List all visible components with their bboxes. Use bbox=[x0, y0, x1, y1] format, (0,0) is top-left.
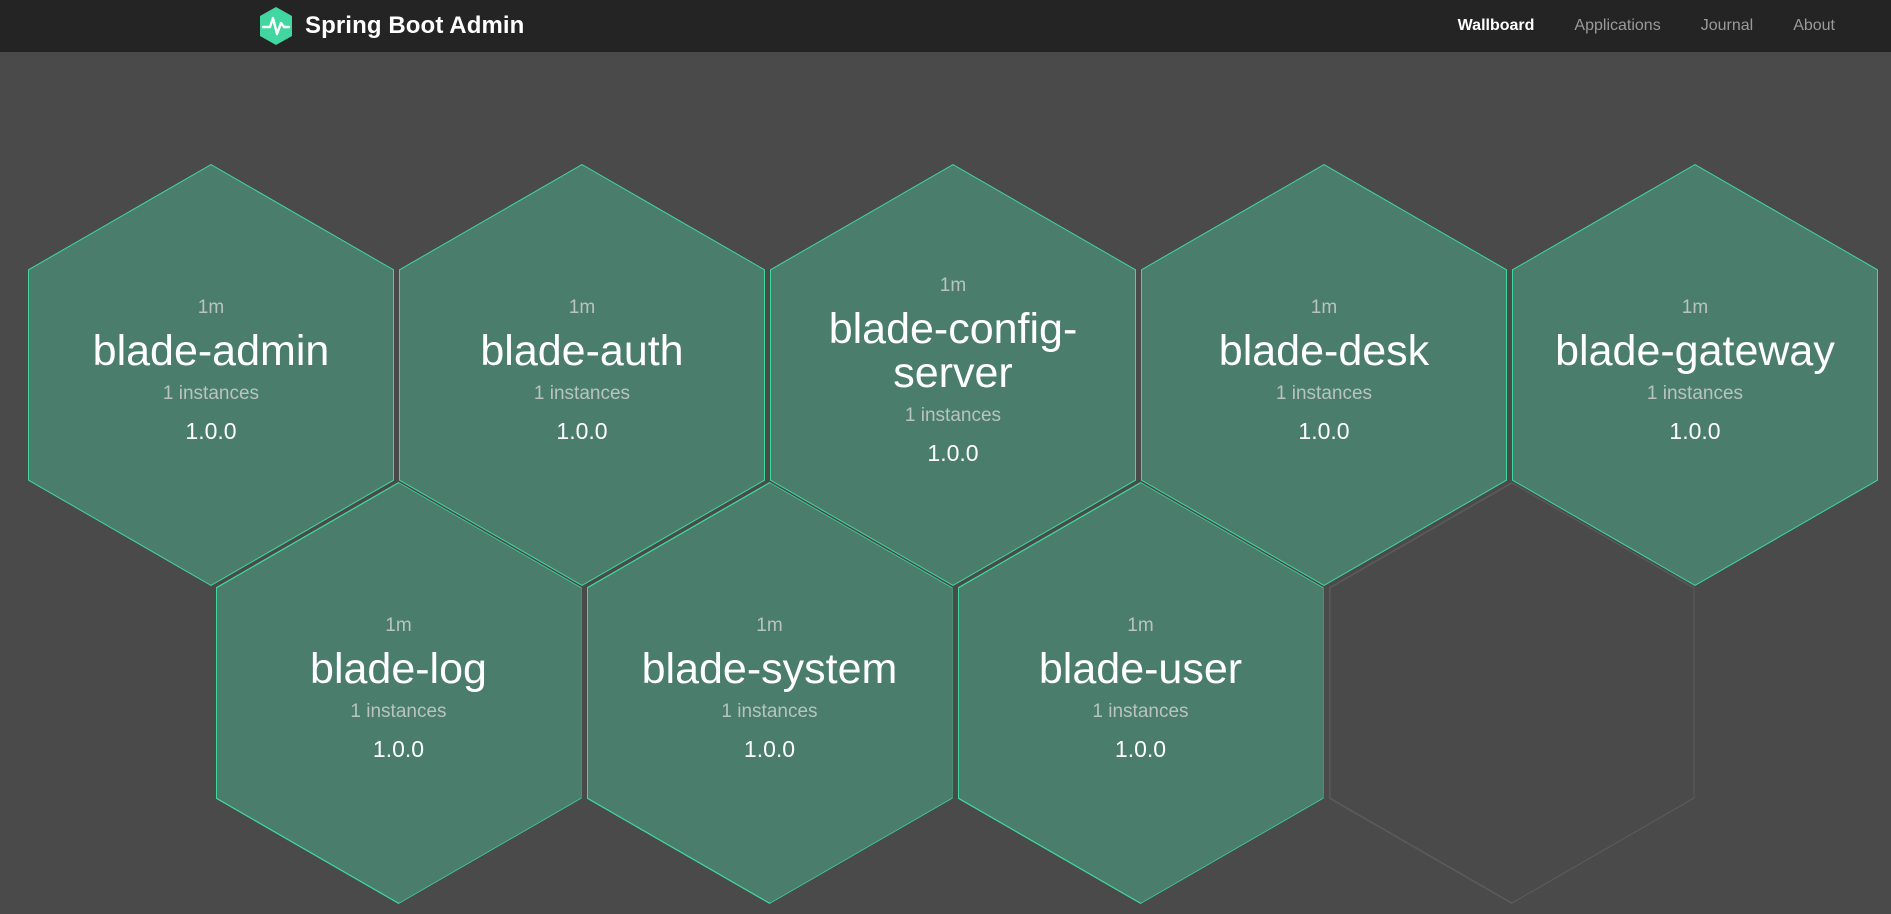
hexagon-content: 1m blade-config-server 1 instances 1.0.0 bbox=[807, 275, 1100, 474]
hexagon-content: 1m blade-system 1 instances 1.0.0 bbox=[623, 615, 916, 770]
hexagon-content: 1m blade-desk 1 instances 1.0.0 bbox=[1178, 297, 1471, 452]
nav-link-about[interactable]: About bbox=[1793, 17, 1835, 34]
application-instance-count: 1 instances bbox=[904, 404, 1002, 426]
hexagon-content: 1m blade-log 1 instances 1.0.0 bbox=[252, 615, 545, 770]
application-instance-count: 1 instances bbox=[1092, 701, 1189, 723]
top-navbar: Spring Boot Admin Wallboard Applications… bbox=[0, 0, 1891, 52]
application-instance-count: 1 instances bbox=[350, 701, 447, 723]
application-uptime: 1m bbox=[385, 615, 412, 637]
nav-link-applications[interactable]: Applications bbox=[1574, 17, 1661, 34]
application-version: 1.0.0 bbox=[372, 735, 425, 762]
nav-link-wallboard[interactable]: Wallboard bbox=[1457, 17, 1535, 34]
application-name: blade-log bbox=[310, 645, 487, 694]
nav-link-journal[interactable]: Journal bbox=[1700, 17, 1754, 34]
application-uptime: 1m bbox=[756, 615, 783, 637]
application-version: 1.0.0 bbox=[1669, 417, 1721, 444]
application-version: 1.0.0 bbox=[185, 417, 237, 444]
application-instance-count: 1 instances bbox=[1646, 383, 1744, 405]
application-name: blade-system bbox=[641, 645, 898, 694]
main-nav: Wallboard Applications Journal About bbox=[1458, 17, 1835, 35]
application-name: blade-gateway bbox=[1555, 327, 1835, 376]
hexagon-content: 1m blade-user 1 instances 1.0.0 bbox=[994, 615, 1287, 770]
application-hexagon-blade-auth[interactable]: 1m blade-auth 1 instances 1.0.0 bbox=[399, 164, 765, 586]
brand-home-link[interactable]: Spring Boot Admin bbox=[258, 6, 524, 46]
application-uptime: 1m bbox=[197, 297, 225, 319]
application-name: blade-config-server bbox=[828, 305, 1078, 398]
application-version: 1.0.0 bbox=[743, 735, 796, 762]
application-uptime: 1m bbox=[1681, 297, 1709, 319]
application-uptime: 1m bbox=[1310, 297, 1338, 319]
application-name: blade-admin bbox=[92, 327, 330, 376]
application-instance-count: 1 instances bbox=[533, 383, 631, 405]
application-name: blade-desk bbox=[1218, 327, 1430, 376]
application-hexagon-grid: 1m blade-admin 1 instances 1.0.0 1m blade-aut… bbox=[0, 52, 1891, 914]
application-name: blade-auth bbox=[480, 327, 684, 376]
application-name: blade-user bbox=[1038, 645, 1243, 694]
hexagon-content: 1m blade-gateway 1 instances 1.0.0 bbox=[1549, 297, 1842, 452]
application-version: 1.0.0 bbox=[927, 439, 979, 466]
application-instance-count: 1 instances bbox=[721, 701, 818, 723]
application-uptime: 1m bbox=[568, 297, 596, 319]
application-instance-count: 1 instances bbox=[162, 383, 260, 405]
application-version: 1.0.0 bbox=[556, 417, 608, 444]
application-uptime: 1m bbox=[1127, 615, 1154, 637]
hexagon-content: 1m blade-admin 1 instances 1.0.0 bbox=[65, 297, 358, 452]
application-version: 1.0.0 bbox=[1114, 735, 1167, 762]
brand-title: Spring Boot Admin bbox=[305, 12, 525, 39]
application-instance-count: 1 instances bbox=[1275, 383, 1373, 405]
heartbeat-hexagon-logo-icon bbox=[258, 6, 294, 46]
application-uptime: 1m bbox=[939, 275, 967, 297]
wallboard-panel: 1m blade-admin 1 instances 1.0.0 1m blade-aut… bbox=[0, 52, 1891, 914]
hexagon-content: 1m blade-auth 1 instances 1.0.0 bbox=[436, 297, 729, 452]
application-version: 1.0.0 bbox=[1298, 417, 1350, 444]
